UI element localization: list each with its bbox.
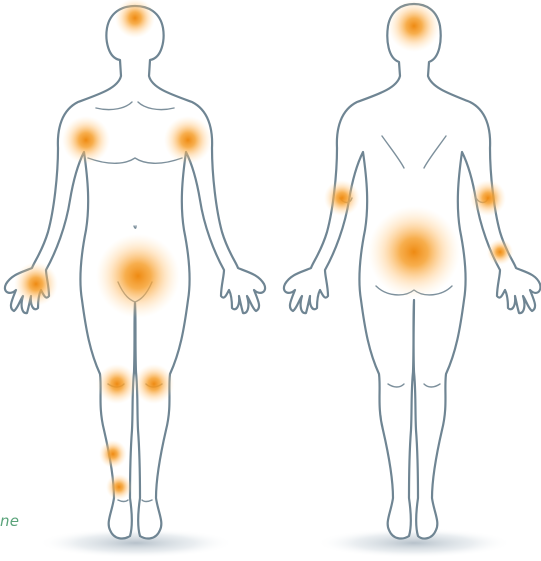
pain-spot-left-knee (134, 364, 174, 404)
pain-spot-right-knee (97, 364, 137, 404)
pain-spot-right-hand (14, 262, 58, 306)
pain-spot-right-ankle (106, 474, 132, 500)
cropped-label-fragment: ne (0, 512, 19, 530)
pain-spot-lower-back (368, 206, 460, 298)
pain-spot-right-elbow (324, 180, 360, 216)
back-ground-shadow (316, 528, 512, 558)
front-ground-shadow (38, 528, 234, 558)
pain-spot-right-shoulder (62, 116, 110, 164)
pain-spot-head-back (388, 0, 440, 52)
pain-spot-left-shoulder (164, 116, 212, 164)
pain-spot-left-wrist (487, 239, 513, 265)
pain-spot-pelvis (96, 234, 180, 318)
pain-spot-right-shin (99, 440, 127, 468)
pain-spot-left-elbow (470, 180, 506, 216)
